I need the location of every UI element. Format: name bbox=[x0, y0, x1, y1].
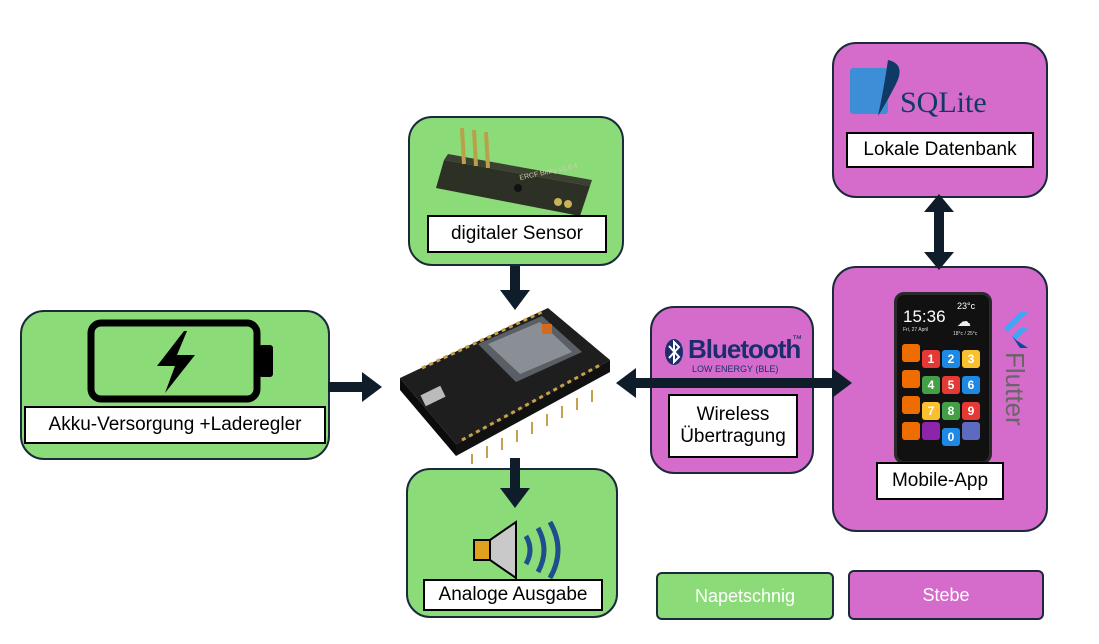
sensor-board-icon: ERCF Binky v1.0.4 bbox=[436, 127, 592, 216]
battery-label: Akku-Versorgung +Laderegler bbox=[24, 406, 326, 444]
bluetooth-logo-title: Bluetooth bbox=[688, 334, 801, 364]
wireless-label-line1: Wireless bbox=[696, 404, 770, 426]
output-label: Analoge Ausgabe bbox=[423, 579, 603, 611]
esp32-board-icon bbox=[400, 308, 610, 464]
phone-temperature: 23°c bbox=[957, 301, 976, 311]
phone-app-tile bbox=[922, 422, 940, 440]
speaker-icon bbox=[473, 520, 561, 580]
sqlite-logo-text: SQLite bbox=[900, 86, 987, 119]
arrow-database-app-bidirectional bbox=[924, 194, 954, 270]
phone-date: Fri, 27 April bbox=[903, 327, 929, 333]
bluetooth-logo-tm: ™ bbox=[792, 334, 802, 345]
phone-app-tile bbox=[902, 422, 920, 440]
bluetooth-logo-subtitle: LOW ENERGY (BLE) bbox=[692, 364, 779, 374]
phone-app-tile bbox=[962, 422, 980, 440]
arrow-sensor-to-controller bbox=[500, 266, 530, 310]
wireless-label-line2: Übertragung bbox=[680, 426, 786, 447]
phone-key-1: 1 bbox=[922, 350, 940, 368]
database-block: SQLite Lokale Datenbank bbox=[832, 42, 1048, 198]
sensor-block: ERCF Binky v1.0.4 digitaler Sensor bbox=[408, 116, 624, 266]
phone-mockup: 15:36 Fri, 27 April 23°c ☁ 18°c / 25°c 1… bbox=[894, 292, 992, 464]
phone-app-tile bbox=[902, 396, 920, 414]
app-block: 15:36 Fri, 27 April 23°c ☁ 18°c / 25°c 1… bbox=[832, 266, 1048, 532]
phone-key-4: 4 bbox=[922, 376, 940, 394]
phone-time: 15:36 bbox=[903, 307, 946, 326]
weather-icon: ☁ bbox=[957, 313, 971, 329]
phone-key-3: 3 bbox=[962, 350, 980, 368]
phone-app-tile bbox=[902, 344, 920, 362]
flutter-logo-text: Flutter bbox=[1000, 352, 1030, 426]
database-label: Lokale Datenbank bbox=[846, 132, 1034, 168]
arrow-controller-app-bidirectional bbox=[616, 368, 852, 398]
phone-key-7: 7 bbox=[922, 402, 940, 420]
battery-charging-icon bbox=[87, 319, 273, 403]
phone-app-tile bbox=[902, 370, 920, 388]
arrow-battery-to-controller bbox=[328, 372, 382, 402]
phone-key-2: 2 bbox=[942, 350, 960, 368]
legend-stebe: Stebe bbox=[848, 570, 1044, 620]
app-label: Mobile-App bbox=[876, 462, 1004, 500]
sqlite-icon bbox=[850, 60, 900, 116]
arrow-controller-to-output bbox=[500, 458, 530, 508]
phone-key-8: 8 bbox=[942, 402, 960, 420]
flutter-icon bbox=[1004, 312, 1028, 348]
phone-key-5: 5 bbox=[942, 376, 960, 394]
phone-key-0: 0 bbox=[942, 428, 960, 446]
legend-napetschnig: Napetschnig bbox=[656, 572, 834, 620]
wireless-block: Bluetooth ™ LOW ENERGY (BLE) Wireless Üb… bbox=[650, 306, 814, 474]
phone-key-9: 9 bbox=[962, 402, 980, 420]
sensor-label: digitaler Sensor bbox=[427, 215, 607, 253]
phone-temp-range: 18°c / 25°c bbox=[953, 331, 978, 337]
battery-block: Akku-Versorgung +Laderegler bbox=[20, 310, 330, 460]
phone-key-6: 6 bbox=[962, 376, 980, 394]
bluetooth-icon bbox=[665, 339, 683, 365]
wireless-label: Wireless Übertragung bbox=[668, 394, 798, 458]
